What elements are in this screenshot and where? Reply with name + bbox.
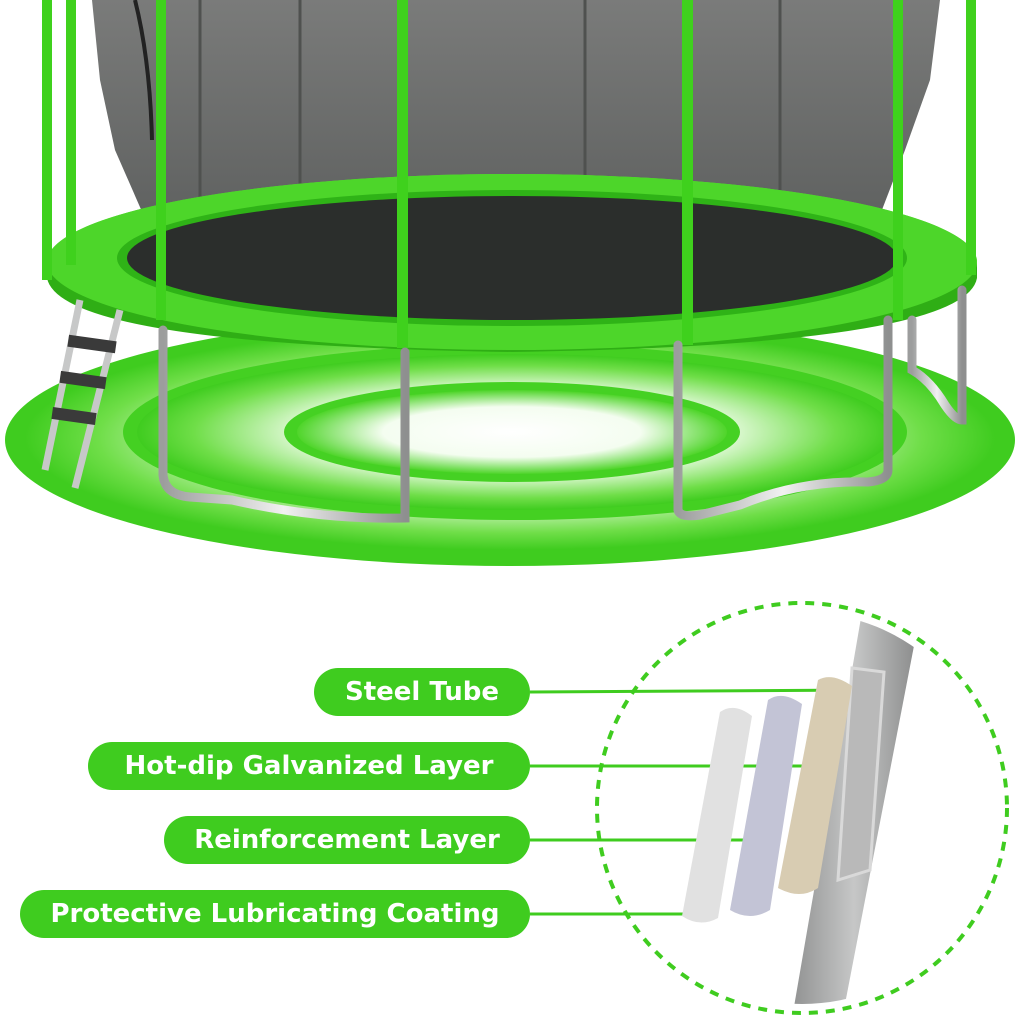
ladder-icon xyxy=(41,299,124,489)
trampoline-legs xyxy=(45,280,967,523)
reinforcement-layer-shape xyxy=(730,695,802,916)
detail-circle xyxy=(595,601,1009,1015)
trampoline-frame xyxy=(47,174,977,352)
reinforcement-layer-label: Reinforcement Layer xyxy=(164,816,530,864)
galvanized-layer-label: Hot-dip Galvanized Layer xyxy=(88,742,530,790)
coating-layer-shape xyxy=(682,707,752,923)
lubricating-coating-label: Protective Lubricating Coating xyxy=(20,890,530,938)
steel-tube-label: Steel Tube xyxy=(314,668,530,716)
galvanized-layer-shape xyxy=(778,677,852,894)
safety-net xyxy=(92,0,940,230)
enclosure-poles xyxy=(42,0,976,348)
tube-cross-section-illustration xyxy=(682,612,918,1004)
